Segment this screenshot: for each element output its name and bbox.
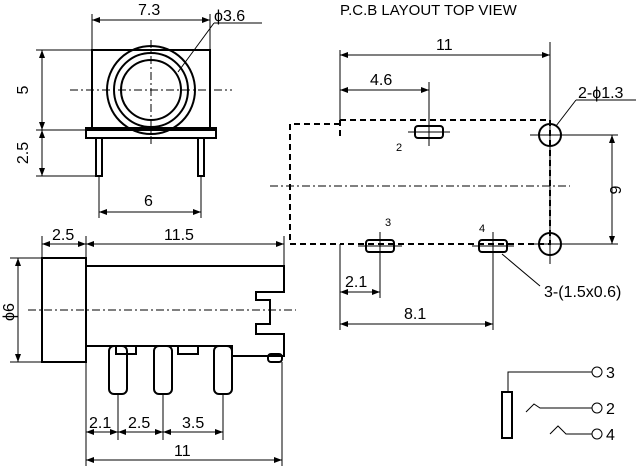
dim-total: 11 bbox=[174, 443, 191, 460]
dim-offset: 4.6 bbox=[370, 72, 392, 89]
jack-schematic: 3 2 4 bbox=[501, 365, 615, 444]
schem-pin-4: 4 bbox=[606, 427, 615, 444]
pcb-layout: P.C.B LAYOUT TOP VIEW 11 4.6 2-ϕ1.3 bbox=[270, 2, 636, 330]
dim-head: 2.5 bbox=[52, 227, 74, 244]
dim-width: 7.3 bbox=[138, 2, 160, 19]
dim-pin-len: 2.5 bbox=[15, 142, 32, 164]
hole-note: 2-ϕ1.3 bbox=[578, 85, 624, 102]
dim-p1: 2.1 bbox=[89, 415, 111, 432]
dim-hole-dia: ϕ3.6 bbox=[214, 8, 245, 25]
dim-row-gap: 6 bbox=[606, 186, 623, 195]
pad-label-2: 2 bbox=[396, 142, 402, 154]
dim-pin-span: 6 bbox=[144, 193, 153, 210]
dim-body: 11.5 bbox=[164, 227, 194, 244]
dim-pad-span: 8.1 bbox=[404, 306, 426, 323]
pcb-title: P.C.B LAYOUT TOP VIEW bbox=[340, 2, 518, 19]
front-view: 7.3 ϕ3.6 5 2.5 6 bbox=[15, 2, 262, 218]
dim-p3: 3.5 bbox=[182, 415, 204, 432]
dim-pad-offset: 2.1 bbox=[345, 274, 367, 291]
dim-height: 5 bbox=[15, 85, 32, 94]
dim-pcb-width: 11 bbox=[436, 37, 453, 54]
side-view: 2.5 11.5 ϕ6 2.1 2.5 3 bbox=[1, 227, 296, 466]
pad-note: 3-(1.5x0.6) bbox=[544, 284, 621, 301]
dim-dia: ϕ6 bbox=[1, 303, 18, 321]
dim-p2: 2.5 bbox=[128, 415, 150, 432]
pad-label-3: 3 bbox=[385, 217, 391, 229]
pad-label-4: 4 bbox=[479, 223, 485, 235]
schem-pin-2: 2 bbox=[606, 401, 615, 418]
schem-pin-3: 3 bbox=[606, 365, 615, 382]
